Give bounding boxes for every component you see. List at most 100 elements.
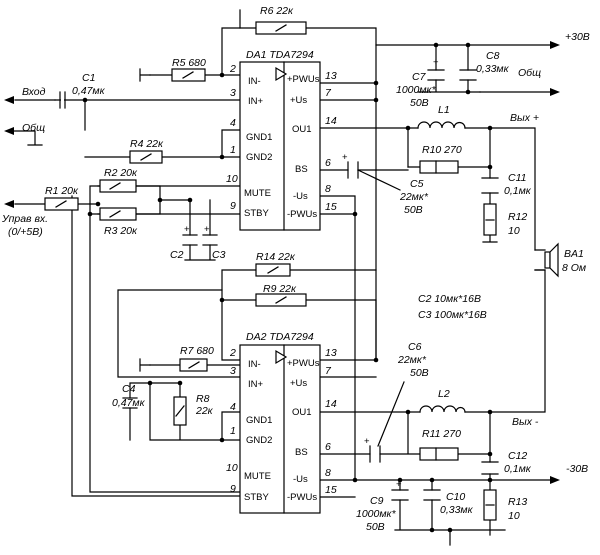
terminals xyxy=(4,41,560,484)
note-c2: C2 10мк*16В xyxy=(418,293,481,305)
svg-text:MUTE: MUTE xyxy=(244,188,271,199)
label-input: Вход xyxy=(22,86,46,98)
ic2-ref: DA2 TDA7294 xyxy=(246,331,314,343)
inductor-l1 xyxy=(417,121,466,129)
label-c5-ref: C5 xyxy=(410,178,424,190)
label-c7-ref: C7 xyxy=(412,71,427,83)
label-c8-val: 0,33мк xyxy=(476,63,510,75)
svg-text:-PWUs: -PWUs xyxy=(287,492,317,503)
svg-text:13: 13 xyxy=(325,70,337,82)
label-c8-ref: C8 xyxy=(486,50,500,62)
ground-r7 xyxy=(139,358,151,372)
label-plus30: +30В xyxy=(565,31,590,43)
input-arrow xyxy=(4,96,14,104)
component-labels: R6 22к R5 680 R4 22к R1 20к R2 20к R3 20… xyxy=(1,5,590,533)
label-c11-val: 0,1мк xyxy=(504,185,532,197)
label-r1: R1 20к xyxy=(45,185,79,197)
label-gnd-left: Общ xyxy=(22,122,45,134)
label-r9: R9 22к xyxy=(263,283,297,295)
label-l2: L2 xyxy=(438,388,450,400)
svg-text:15: 15 xyxy=(325,201,337,213)
capacitors: ++ + + + + xyxy=(59,57,499,501)
label-c2: C2 xyxy=(170,249,184,261)
control-arrow xyxy=(4,200,14,208)
svg-text:+: + xyxy=(204,224,210,235)
ic2-pins: 2 IN- 3 IN+ 4 GND1 1 GND2 10 MUTE 9 STBY… xyxy=(226,347,337,503)
svg-text:+: + xyxy=(342,152,348,163)
label-out-plus: Вых + xyxy=(510,112,539,124)
junctions xyxy=(82,42,493,533)
label-r12-ref: R12 xyxy=(508,211,527,223)
label-l1: L1 xyxy=(438,104,450,116)
label-r7: R7 680 xyxy=(180,345,214,357)
label-ba1-val: 8 Ом xyxy=(562,262,586,274)
label-r14: R14 22к xyxy=(256,251,296,263)
svg-text:BS: BS xyxy=(295,447,308,458)
svg-text:STBY: STBY xyxy=(244,208,269,219)
svg-text:2: 2 xyxy=(229,347,236,359)
svg-text:+: + xyxy=(396,479,402,490)
svg-text:7: 7 xyxy=(325,365,332,377)
svg-text:6: 6 xyxy=(325,157,331,169)
ic1-pins: 2 IN- 3 IN+ 4 GND1 1 GND2 10 MUTE 9 STBY… xyxy=(226,63,337,220)
svg-text:8: 8 xyxy=(325,183,331,195)
svg-text:6: 6 xyxy=(325,441,331,453)
label-out-minus: Вых - xyxy=(512,416,539,428)
svg-text:+Us: +Us xyxy=(290,95,307,106)
label-c12-val: 0,1мк xyxy=(504,463,532,475)
ground-arrow-right xyxy=(550,88,560,96)
svg-text:BS: BS xyxy=(295,164,308,175)
label-c11-ref: C11 xyxy=(508,172,526,184)
svg-text:3: 3 xyxy=(230,365,236,377)
svg-text:9: 9 xyxy=(230,200,236,212)
svg-text:9: 9 xyxy=(230,483,236,495)
label-control-1: Управ вх. xyxy=(1,213,48,225)
svg-text:GND1: GND1 xyxy=(246,415,272,426)
label-c5-val: 22мк* xyxy=(399,191,429,203)
resistor-r11 xyxy=(419,447,459,461)
resistors xyxy=(44,21,497,521)
svg-text:14: 14 xyxy=(325,115,337,127)
inductors xyxy=(417,121,466,413)
label-r3: R3 20к xyxy=(104,225,138,237)
svg-text:IN-: IN- xyxy=(248,359,261,370)
label-c9-ref: C9 xyxy=(370,495,384,507)
ground-symbol-left xyxy=(13,130,43,146)
ground-r5 xyxy=(139,68,151,82)
inductor-l2 xyxy=(419,405,466,413)
c6-leader xyxy=(377,381,405,447)
label-c10-ref: C10 xyxy=(446,491,465,503)
svg-text:2: 2 xyxy=(229,63,236,75)
label-minus30: -30В xyxy=(566,463,588,475)
label-r6: R6 22к xyxy=(260,5,294,17)
resistor-r10 xyxy=(419,160,459,174)
label-c10-val: 0,33мк xyxy=(440,504,474,516)
svg-text:IN-: IN- xyxy=(248,76,261,87)
label-c1-val: 0,47мк xyxy=(72,85,106,97)
svg-text:+: + xyxy=(433,57,439,68)
label-r11: R11 270 xyxy=(422,428,461,440)
label-c6-val: 22мк* xyxy=(397,354,427,366)
label-r4: R4 22к xyxy=(130,138,164,150)
svg-text:OU1: OU1 xyxy=(292,407,312,418)
svg-text:10: 10 xyxy=(226,462,238,474)
label-r10: R10 270 xyxy=(422,144,462,156)
svg-text:IN+: IN+ xyxy=(248,379,264,390)
svg-text:-PWUs: -PWUs xyxy=(287,209,317,220)
svg-text:4: 4 xyxy=(230,401,236,413)
svg-text:13: 13 xyxy=(325,347,337,359)
svg-text:OU1: OU1 xyxy=(292,124,312,135)
label-c3: C3 xyxy=(212,249,226,261)
svg-text:3: 3 xyxy=(230,87,236,99)
label-r5: R5 680 xyxy=(172,57,206,69)
ic1-ref: DA1 TDA7294 xyxy=(246,49,314,61)
label-c12-ref: C12 xyxy=(508,450,527,462)
label-ba1-ref: BA1 xyxy=(564,248,584,260)
svg-text:+PWUs: +PWUs xyxy=(287,358,320,369)
wires xyxy=(14,9,551,546)
svg-text:10: 10 xyxy=(226,173,238,185)
resistor-r2 xyxy=(99,179,137,193)
note-c3: C3 100мк*16В xyxy=(418,309,487,321)
c5-leader xyxy=(357,169,401,191)
